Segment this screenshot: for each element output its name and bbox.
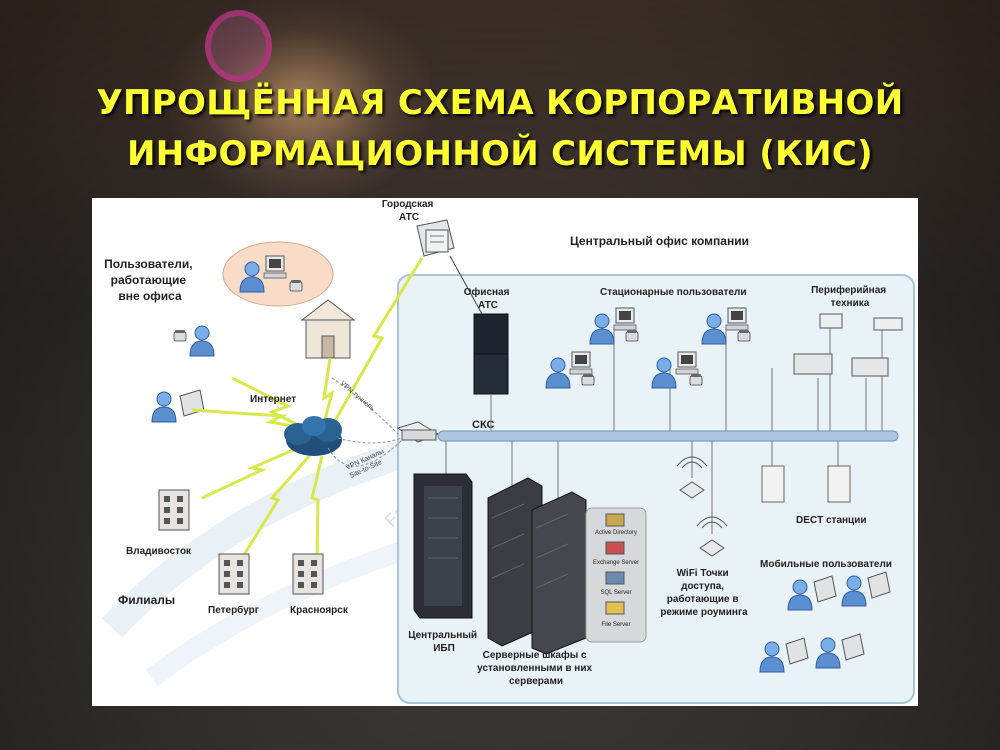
- sks-bus: [437, 430, 899, 442]
- peripherals-label: Периферийная техника: [811, 284, 889, 309]
- wireless-links: [191, 257, 424, 559]
- laptop-icon: [179, 389, 205, 417]
- stationary-users-group: [545, 307, 773, 431]
- home-phone-icon: [289, 279, 303, 292]
- central-office-label: Центральный офис компании: [570, 234, 749, 248]
- internet-cloud-icon: [284, 416, 342, 456]
- wifi-access-points: [676, 441, 728, 557]
- mobile-users-group: [759, 571, 891, 673]
- central-ups-icon: [413, 441, 473, 619]
- peterburg-label: Петербург: [208, 604, 259, 616]
- background-earring: [205, 10, 272, 82]
- krasnoyarsk-label: Красноярск: [290, 605, 349, 616]
- atc-link: [449, 255, 483, 315]
- home-office-icon: [300, 299, 356, 359]
- mobile-phone-icon: [173, 329, 187, 342]
- mobile-users-label: Мобильные пользователи: [760, 558, 892, 570]
- peterburg-building-icon: [218, 553, 250, 595]
- remote-user-phone-icon: [189, 325, 215, 357]
- stationary-users-label: Стационарные пользователи: [600, 287, 746, 298]
- branches-label: Филиалы: [118, 593, 175, 607]
- dect-stations: [761, 441, 851, 503]
- home-pc-icon: [263, 255, 287, 279]
- vladivostok-label: Владивосток: [126, 546, 192, 557]
- office-atc-icon: [473, 313, 509, 431]
- remote-user-laptop-icon: [151, 391, 177, 423]
- slide-title-line1: УПРОЩЁННАЯ СХЕМА КОРПОРАТИВНОЙ: [96, 83, 904, 123]
- slide-title-line2: ИНФОРМАЦИОННОЙ СИСТЕМЫ (КИС): [127, 134, 873, 174]
- vpn-links: [327, 377, 403, 467]
- server-role-file: File Server: [601, 622, 630, 628]
- vpn-tunnel-label: VPN туннель: [339, 380, 376, 413]
- peripherals-group: [793, 313, 903, 431]
- krasnoyarsk-building-icon: [292, 553, 324, 595]
- vladivostok-building-icon: [158, 489, 190, 531]
- server-racks-icon: [487, 441, 587, 655]
- city-atc-icon: [416, 219, 455, 257]
- server-roles-panel: [585, 507, 647, 643]
- kis-diagram: Fayllar.org.uz Центральный офис компании…: [92, 198, 918, 706]
- wifi-label: WiFi Точки доступа, работающие в режиме …: [660, 568, 748, 618]
- remote-users-label: Пользователи, работающие вне офиса: [104, 257, 196, 303]
- city-atc-label: Городская АТС: [382, 199, 436, 223]
- diagram-svg: Fayllar.org.uz Центральный офис компании…: [101, 199, 915, 704]
- server-role-ad: Active Directory: [595, 530, 637, 536]
- office-atc-label: Офисная АТС: [464, 286, 512, 311]
- server-racks-label: Серверные шкафы с установленными в них с…: [477, 649, 595, 687]
- dect-label: DECT станции: [796, 515, 867, 526]
- server-role-exchange: Exchange Server: [593, 560, 639, 566]
- internet-label: Интернет: [250, 394, 296, 405]
- server-role-sql: SQL Server: [600, 590, 631, 596]
- central-ups-label: Центральный ИБП: [408, 630, 480, 654]
- sks-label: СКС: [472, 419, 495, 431]
- slide-title: УПРОЩЁННАЯ СХЕМА КОРПОРАТИВНОЙ ИНФОРМАЦИ…: [0, 78, 1000, 180]
